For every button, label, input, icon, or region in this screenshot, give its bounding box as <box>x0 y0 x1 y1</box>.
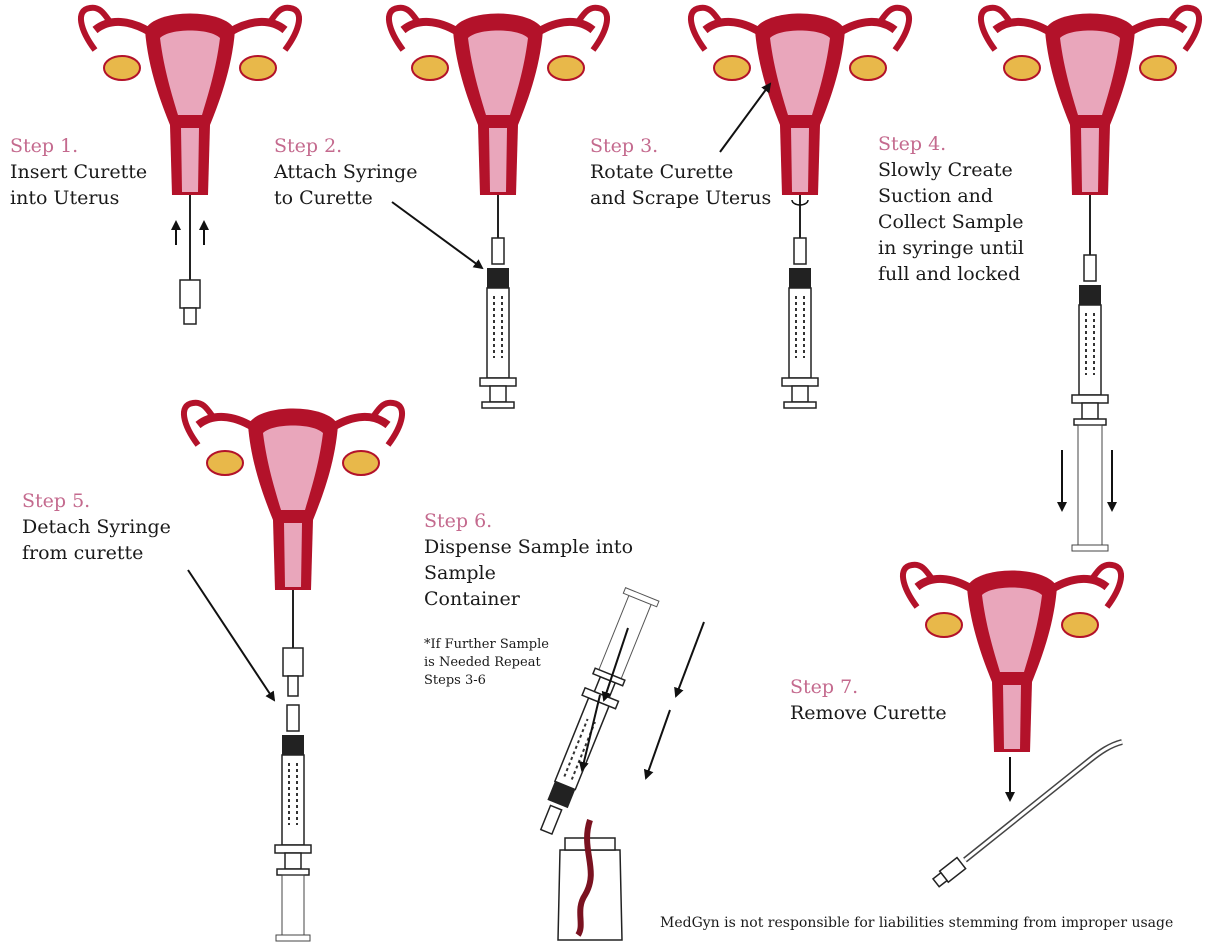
step-2: Step 2. Attach Syringe to Curette <box>274 133 417 211</box>
step-7-text: Remove Curette <box>790 700 947 726</box>
step-6: Step 6. Dispense Sample into Sample Cont… <box>424 508 633 612</box>
step-1-text: Insert Curette into Uterus <box>10 159 147 211</box>
step-7-number: Step 7. <box>790 674 947 700</box>
step-5-text: Detach Syringe from curette <box>22 514 171 566</box>
step-3: Step 3. Rotate Curette and Scrape Uterus <box>590 133 771 211</box>
step-2-text: Attach Syringe to Curette <box>274 159 417 211</box>
disclaimer: MedGyn is not responsible for liabilitie… <box>660 915 1173 931</box>
step-4: Step 4. Slowly Create Suction and Collec… <box>878 131 1024 287</box>
step-1: Step 1. Insert Curette into Uterus <box>10 133 147 211</box>
step-3-text: Rotate Curette and Scrape Uterus <box>590 159 771 211</box>
step-5: Step 5. Detach Syringe from curette <box>22 488 171 566</box>
step-3-number: Step 3. <box>590 133 771 159</box>
step-1-number: Step 1. <box>10 133 147 159</box>
step7-figure <box>903 565 1122 889</box>
step-7: Step 7. Remove Curette <box>790 674 947 726</box>
step-6-number: Step 6. <box>424 508 633 534</box>
step-4-text: Slowly Create Suction and Collect Sample… <box>878 157 1024 287</box>
step5-figure <box>184 403 402 941</box>
step-4-number: Step 4. <box>878 131 1024 157</box>
step-2-number: Step 2. <box>274 133 417 159</box>
step2-figure <box>389 8 607 408</box>
step-5-number: Step 5. <box>22 488 171 514</box>
repeat-note: *If Further Sample is Needed Repeat Step… <box>424 636 549 690</box>
step-6-text: Dispense Sample into Sample Container <box>424 534 633 612</box>
step6-figure <box>530 588 704 940</box>
